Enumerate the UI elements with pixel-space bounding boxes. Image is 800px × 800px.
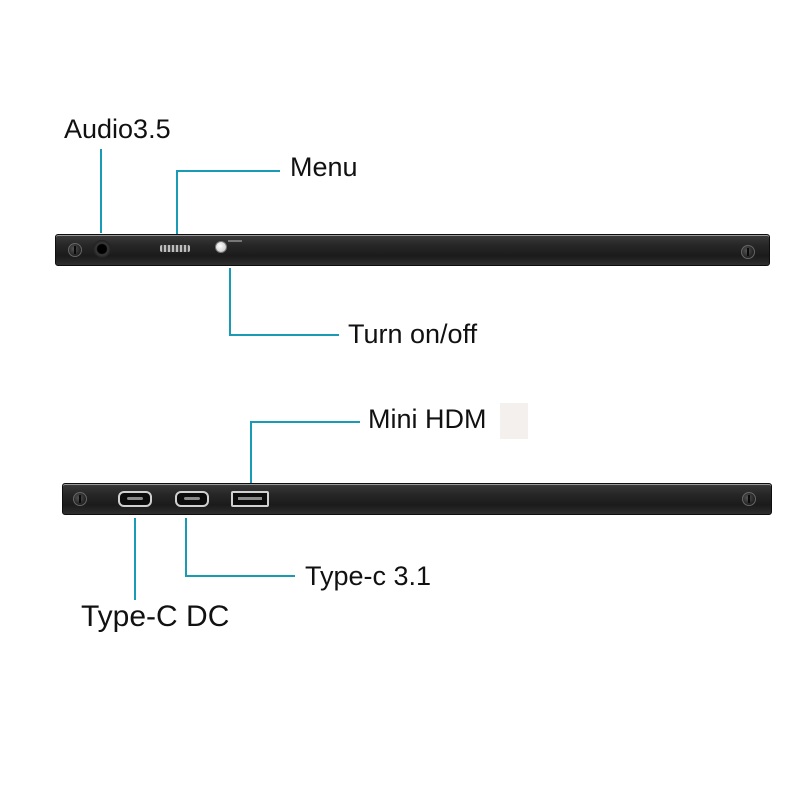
power-button [215, 241, 227, 253]
typec-dc-label: Type-C DC [81, 600, 230, 633]
monitor-bottom-edge [62, 483, 772, 515]
typec-dc-leader-line [134, 518, 136, 600]
power-leader-line-horizontal [229, 334, 339, 336]
menu-leader-line-vertical [176, 170, 178, 234]
typec-31-port [175, 491, 209, 507]
monitor-top-edge [55, 234, 770, 266]
screw-icon [73, 492, 87, 506]
typec-31-label: Type-c 3.1 [305, 561, 432, 591]
mini-hdmi-leader-line-horizontal [250, 421, 360, 423]
mini-hdmi-leader-line-vertical [250, 421, 252, 483]
mini-hdmi-label: Mini HDM [368, 404, 487, 434]
audio-jack-port [93, 240, 111, 258]
power-leader-line-vertical [229, 268, 231, 336]
menu-label: Menu [290, 152, 358, 182]
screw-icon [742, 492, 756, 506]
typec-dc-port [118, 491, 152, 507]
indicator-led [228, 240, 242, 242]
screw-icon [741, 245, 755, 259]
screw-icon [68, 243, 82, 257]
audio-label: Audio3.5 [64, 114, 171, 144]
label-background-patch [500, 403, 528, 439]
typec-31-leader-line-vertical [185, 518, 187, 576]
menu-leader-line-horizontal [176, 170, 280, 172]
audio-leader-line [100, 149, 102, 233]
typec-31-leader-line-horizontal [185, 575, 295, 577]
menu-wheel [160, 245, 190, 252]
power-label: Turn on/off [348, 319, 478, 349]
mini-hdmi-port [231, 491, 269, 507]
